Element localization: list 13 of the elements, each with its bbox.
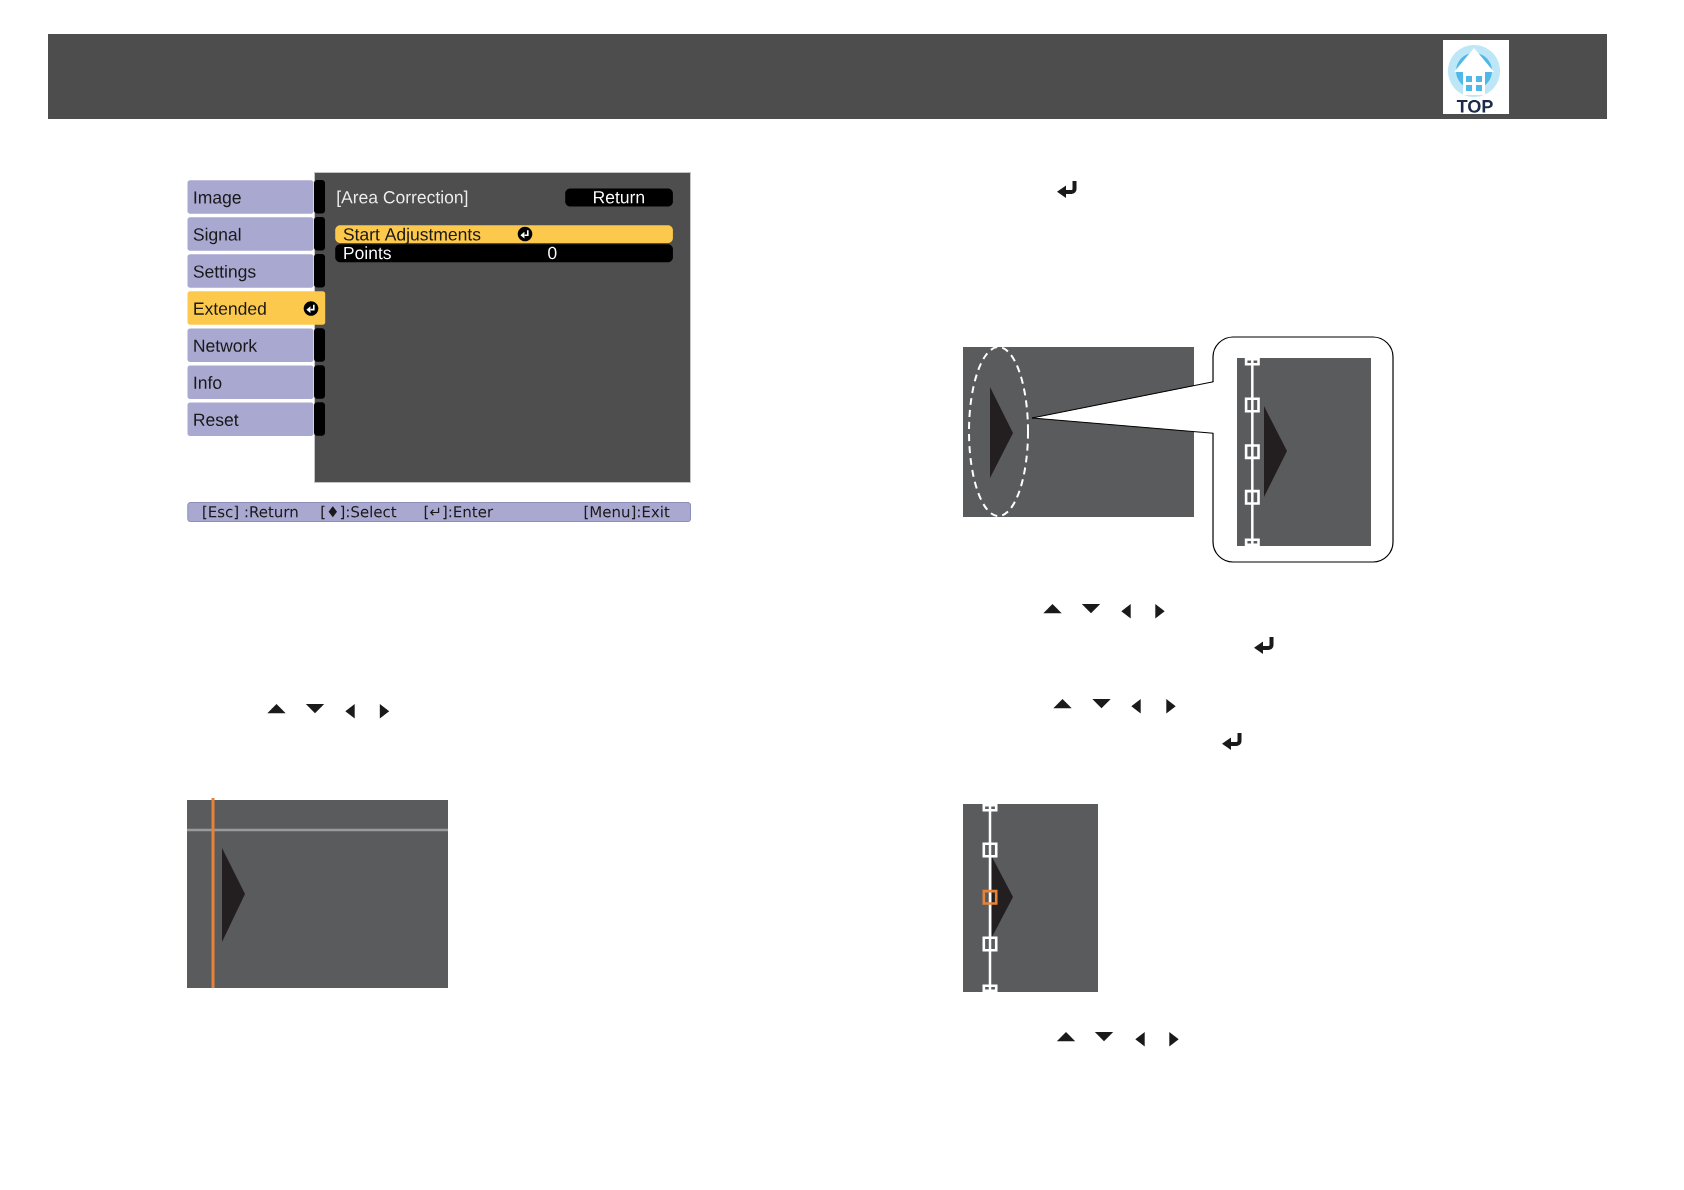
menu-tab: Image xyxy=(187,180,314,214)
menu-tab: Extended xyxy=(187,291,326,325)
top-button: TOP xyxy=(1443,40,1509,114)
key-guide-bar: [Esc] :Return [♦]:Select [↵]:Enter [Menu]:Exit xyxy=(187,502,691,522)
menu-row: Points 0 xyxy=(335,244,673,263)
menu-tab: Network xyxy=(187,328,314,362)
return-button: Return xyxy=(565,188,673,207)
menu-tab: Settings xyxy=(187,254,314,288)
panel-title: [Area Correction] xyxy=(337,190,468,207)
menu-tab: Reset xyxy=(187,402,314,436)
menu-tab: Info xyxy=(187,365,314,399)
menu-tab: Signal xyxy=(187,217,314,251)
menu-row: Start Adjustments xyxy=(335,225,673,245)
